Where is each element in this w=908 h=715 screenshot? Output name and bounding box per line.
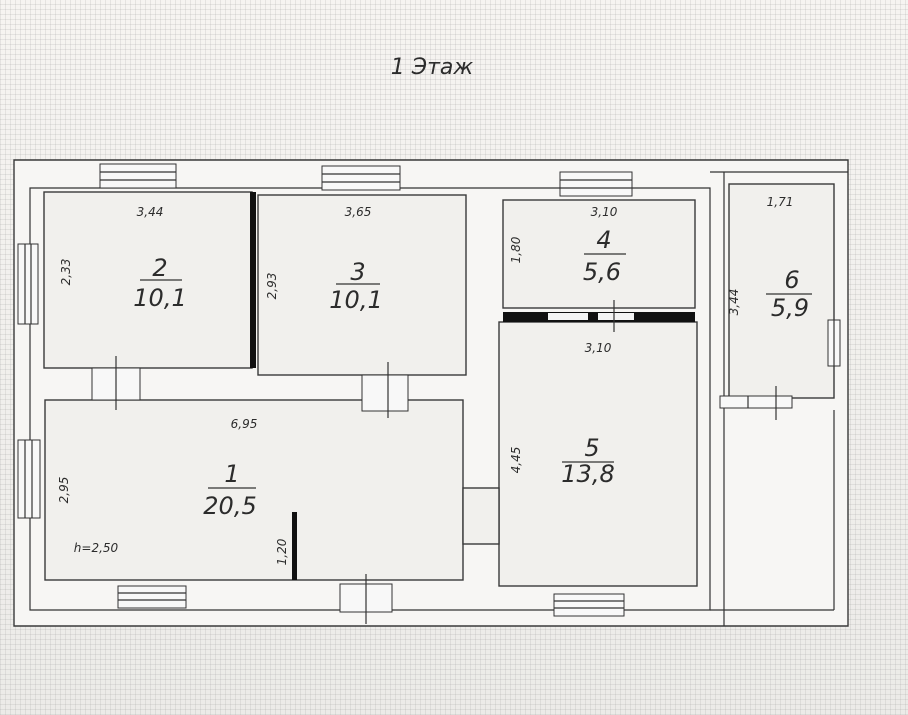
partition-gap-b — [598, 313, 634, 320]
partition-gap-a — [548, 313, 588, 320]
dim-room-3-width: 3,65 — [345, 205, 372, 219]
room-6-number: 6 — [784, 266, 799, 294]
room-5-number: 5 — [584, 434, 599, 462]
room-3-area: 10,1 — [329, 286, 382, 314]
room-6-area: 5,9 — [771, 294, 809, 322]
window-bottom-2 — [553, 593, 625, 617]
room-1-number: 1 — [224, 460, 239, 488]
room-4-label: 4 5,6 — [583, 226, 626, 286]
dim-room-1-height: 2,95 — [57, 477, 71, 504]
room-3-number: 3 — [350, 258, 365, 286]
room-5-label: 5 13,8 — [561, 434, 614, 488]
door-room6 — [719, 386, 793, 420]
room-6 — [728, 183, 835, 399]
dim-room-2-width: 3,44 — [137, 205, 164, 219]
room-1 — [44, 399, 464, 581]
dim-room-4-width: 3,10 — [591, 205, 618, 219]
dim-room-3-height: 2,93 — [265, 273, 279, 300]
window-top-1 — [99, 163, 177, 189]
room-2-number: 2 — [152, 254, 167, 282]
vestibule — [462, 487, 500, 545]
dim-room-5-width: 3,10 — [585, 341, 612, 355]
dim-room-6-height: 3,44 — [727, 289, 741, 316]
room-4-area: 5,6 — [583, 258, 621, 286]
room-2-area: 10,1 — [133, 284, 186, 312]
partition-room-1 — [292, 512, 297, 580]
dim-room-2-height: 2,33 — [59, 259, 73, 286]
room-5-area: 13,8 — [561, 460, 614, 488]
dim-room-4-height: 1,80 — [509, 236, 523, 263]
dim-room-6-width: 1,71 — [767, 195, 794, 209]
room-6-label: 6 5,9 — [766, 266, 812, 322]
dim-room-1-width: 6,95 — [231, 417, 258, 431]
floor-title: 1 Этаж — [391, 55, 474, 80]
window-left-1 — [17, 243, 39, 325]
room-1-area: 20,5 — [203, 492, 256, 520]
window-bottom-1 — [117, 585, 187, 609]
room-4-number: 4 — [596, 226, 611, 254]
room-3-label: 3 10,1 — [329, 258, 382, 314]
dim-room-5-height: 4,45 — [509, 447, 523, 474]
window-right-1 — [827, 319, 841, 367]
window-top-2 — [321, 165, 401, 191]
ceiling-height: h=2,50 — [74, 541, 119, 555]
partition-2-3 — [250, 192, 256, 368]
room-1-label: 1 20,5 — [203, 460, 256, 520]
window-top-3 — [559, 171, 633, 197]
door-entrance-bottom — [339, 574, 393, 624]
door-room2-room1 — [91, 356, 141, 410]
window-left-2 — [17, 439, 41, 519]
door-room3-room1 — [361, 362, 409, 418]
room-3 — [257, 194, 467, 376]
room-2-label: 2 10,1 — [133, 254, 186, 312]
dim-room-1-partition: 1,20 — [275, 538, 289, 565]
